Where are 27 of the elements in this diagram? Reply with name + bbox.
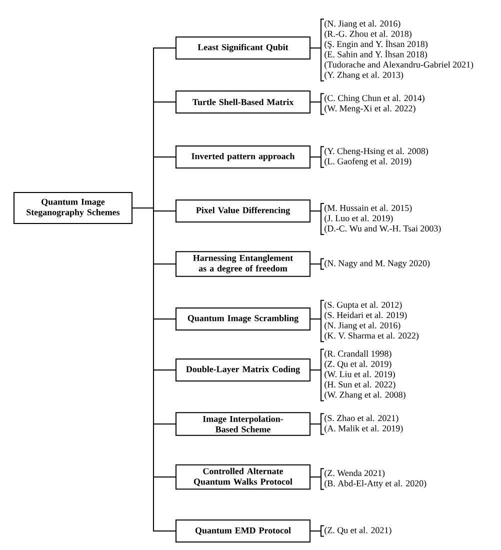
tree-connector — [132, 208, 176, 532]
reference-list: (N. Jiang et al. 2016) (R.-G. Zhou et al. 2018) (Ş. Engin and Y. İhsan 2018) (E. Sahin and Y. İhsan 2018) (Tudorache and Alexandru-Gabriel 2021) (Y. Zhang et al. 2013) — [320, 18, 474, 82]
connector-line — [310, 476, 322, 478]
reference-list: (Z. Qu et al. 2021) — [320, 525, 392, 537]
category-box: Quantum EMD Protocol — [176, 520, 310, 542]
category-box: Double-Layer Matrix Coding — [176, 358, 310, 382]
category-box: Controlled Alternate Quantum Walks Protocol — [176, 464, 310, 490]
reference-list: (C. Ching Chun et al. 2014) (W. Meng-Xi et al. 2022) — [320, 93, 424, 115]
root-box: Quantum Image Steganography Schemes — [14, 192, 132, 224]
category-box: Image Interpolation-Based Scheme — [176, 412, 310, 436]
reference-list: (R. Crandall 1998) (Z. Qu et al. 2019) (W. Liu et al. 2019) (H. Sun et al. 2022) (W. Zhang et al. 2008) — [320, 348, 406, 402]
connector-line — [310, 156, 322, 158]
category-box: Pixel Value Differencing — [176, 200, 310, 222]
category-box: Turtle Shell-Based Matrix — [176, 90, 310, 114]
category-box: Inverted pattern approach — [176, 146, 310, 168]
reference-list: (M. Hussain et al. 2015) (J. Luo et al. 2019) (D.-C. Wu and W.-H. Tsai 2003) — [320, 202, 441, 236]
reference-list: (S. Zhao et al. 2021) (A. Malik et al. 2019) — [320, 413, 403, 435]
category-box: Quantum Image Scrambling — [176, 308, 310, 330]
reference-list: (N. Nagy and M. Nagy 2020) — [320, 258, 430, 270]
connector-line — [310, 530, 322, 532]
connector-line — [310, 210, 322, 212]
connector-line — [310, 318, 322, 320]
reference-list: (Y. Cheng-Hsing et al. 2008) (L. Gaofeng et al. 2019) — [320, 146, 428, 168]
category-box: Harnessing Entanglement as a degree of freedom — [176, 251, 310, 277]
reference-list: (S. Gupta et al. 2012) (S. Heidari et al. 2019) (N. Jiang et al. 2016) (K. V. Sharma et al. 2022) — [320, 300, 419, 342]
category-box: Least Significant Qubit — [176, 36, 310, 60]
reference-list: (Z. Wenda 2021) (B. Abd-El-Atty et al. 2020) — [320, 468, 426, 490]
